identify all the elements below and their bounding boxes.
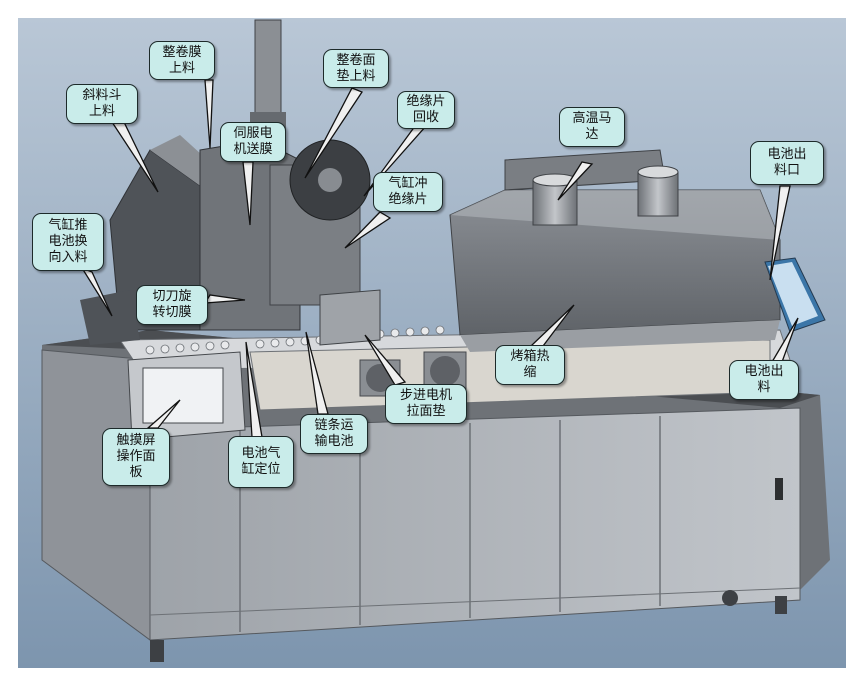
callout-inclined-hopper: 斜料斗 上料 [66, 84, 138, 124]
callout-battery-out: 电池出 料 [729, 360, 799, 400]
callout-touchscreen: 触摸屏 操作面 板 [102, 428, 170, 486]
cooling-fan-icon [359, 351, 467, 397]
callout-chain-conveyor: 链条运 输电池 [300, 414, 368, 454]
callout-battery-positioning: 电池气 缸定位 [228, 436, 294, 488]
outlet-panel [764, 257, 826, 333]
conveyor-rollers [145, 325, 445, 355]
callout-battery-outlet: 电池出 料口 [750, 141, 824, 185]
callout-cylinder-push: 气缸推 电池换 向入料 [32, 213, 104, 271]
callout-cylinder-punch: 气缸冲 绝缘片 [373, 172, 443, 212]
callout-stepper-motor: 步进电机 拉面垫 [385, 384, 467, 424]
callout-rotary-cutter: 切刀旋 转切膜 [136, 285, 208, 325]
touchscreen-panel [127, 351, 246, 441]
callout-oven: 烤箱热 缩 [495, 345, 565, 385]
callout-roll-pad-feed: 整卷面 垫上料 [323, 49, 389, 88]
callout-servo-motor: 伺服电 机送膜 [220, 122, 286, 162]
callout-insulation-recycle: 绝缘片 回收 [397, 91, 455, 129]
callout-high-temp-motor: 高温马 达 [559, 107, 625, 147]
callout-film-feed: 整卷膜 上料 [149, 41, 215, 80]
